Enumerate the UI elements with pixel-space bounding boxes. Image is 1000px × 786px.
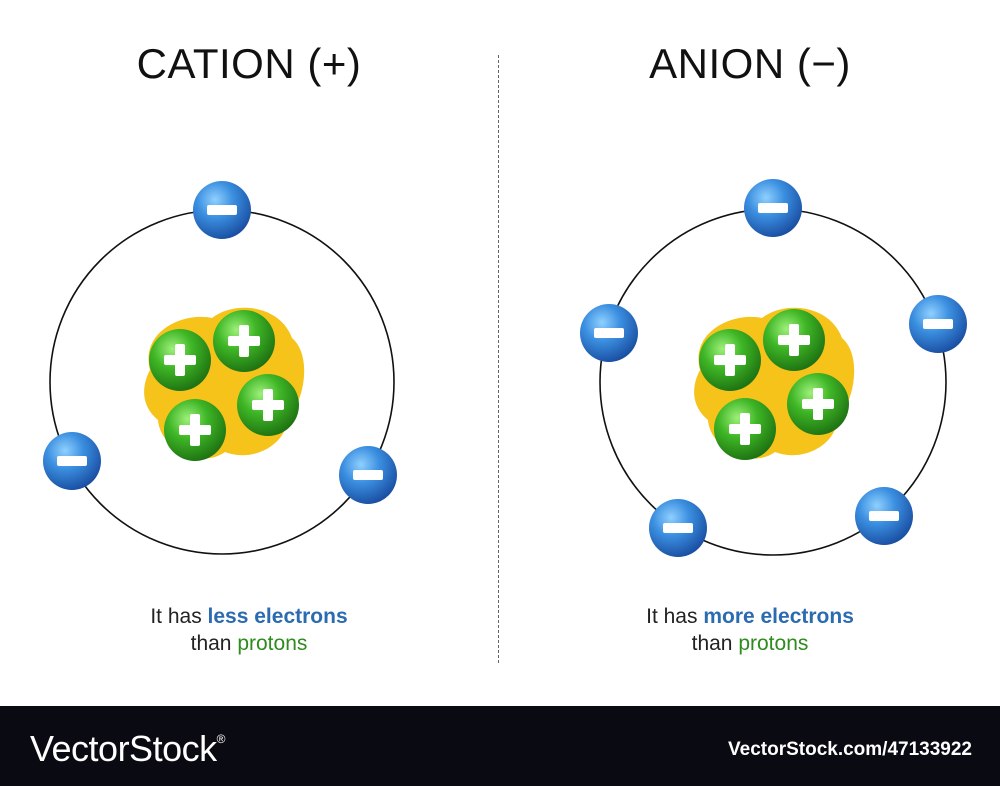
- electron: [909, 295, 967, 353]
- footer-bar: VectorStock® VectorStock.com/47133922: [0, 706, 1000, 786]
- proton: [149, 329, 211, 391]
- proton: [714, 398, 776, 460]
- anion-panel: ANION (−): [500, 0, 1000, 706]
- minus-icon: [923, 319, 953, 329]
- cation-caption-highlight: less electrons: [207, 605, 348, 628]
- minus-icon: [663, 523, 693, 533]
- minus-icon: [353, 470, 383, 480]
- electron: [193, 181, 251, 239]
- image-reference[interactable]: VectorStock.com/47133922: [728, 739, 972, 760]
- electron: [580, 304, 638, 362]
- electron: [744, 179, 802, 237]
- electron: [43, 432, 101, 490]
- electron: [649, 499, 707, 557]
- anion-atom-diagram: [580, 179, 967, 557]
- proton: [213, 310, 275, 372]
- minus-icon: [869, 511, 899, 521]
- anion-title: ANION (−): [649, 40, 851, 87]
- cation-panel: CATION (+): [0, 0, 498, 706]
- electron: [855, 487, 913, 545]
- minus-icon: [594, 328, 624, 338]
- cation-caption: It has less electrons than protons: [150, 605, 348, 655]
- nucleus: [144, 307, 305, 461]
- minus-icon: [207, 205, 237, 215]
- minus-icon: [57, 456, 87, 466]
- anion-caption-protons: protons: [738, 632, 809, 655]
- proton: [237, 374, 299, 436]
- registered-mark: ®: [216, 732, 226, 746]
- cation-title: CATION (+): [136, 40, 362, 87]
- electron: [339, 446, 397, 504]
- nucleus: [694, 307, 855, 460]
- minus-icon: [758, 203, 788, 213]
- proton: [699, 329, 761, 391]
- proton: [787, 373, 849, 435]
- anion-caption-highlight: more electrons: [703, 605, 854, 628]
- cation-atom-diagram: [43, 181, 397, 555]
- proton: [164, 399, 226, 461]
- proton: [763, 309, 825, 371]
- anion-caption: It has more electrons than protons: [646, 605, 854, 655]
- panel-divider: [498, 55, 499, 663]
- cation-caption-protons: protons: [237, 632, 308, 655]
- brand-logo[interactable]: VectorStock®: [30, 728, 226, 769]
